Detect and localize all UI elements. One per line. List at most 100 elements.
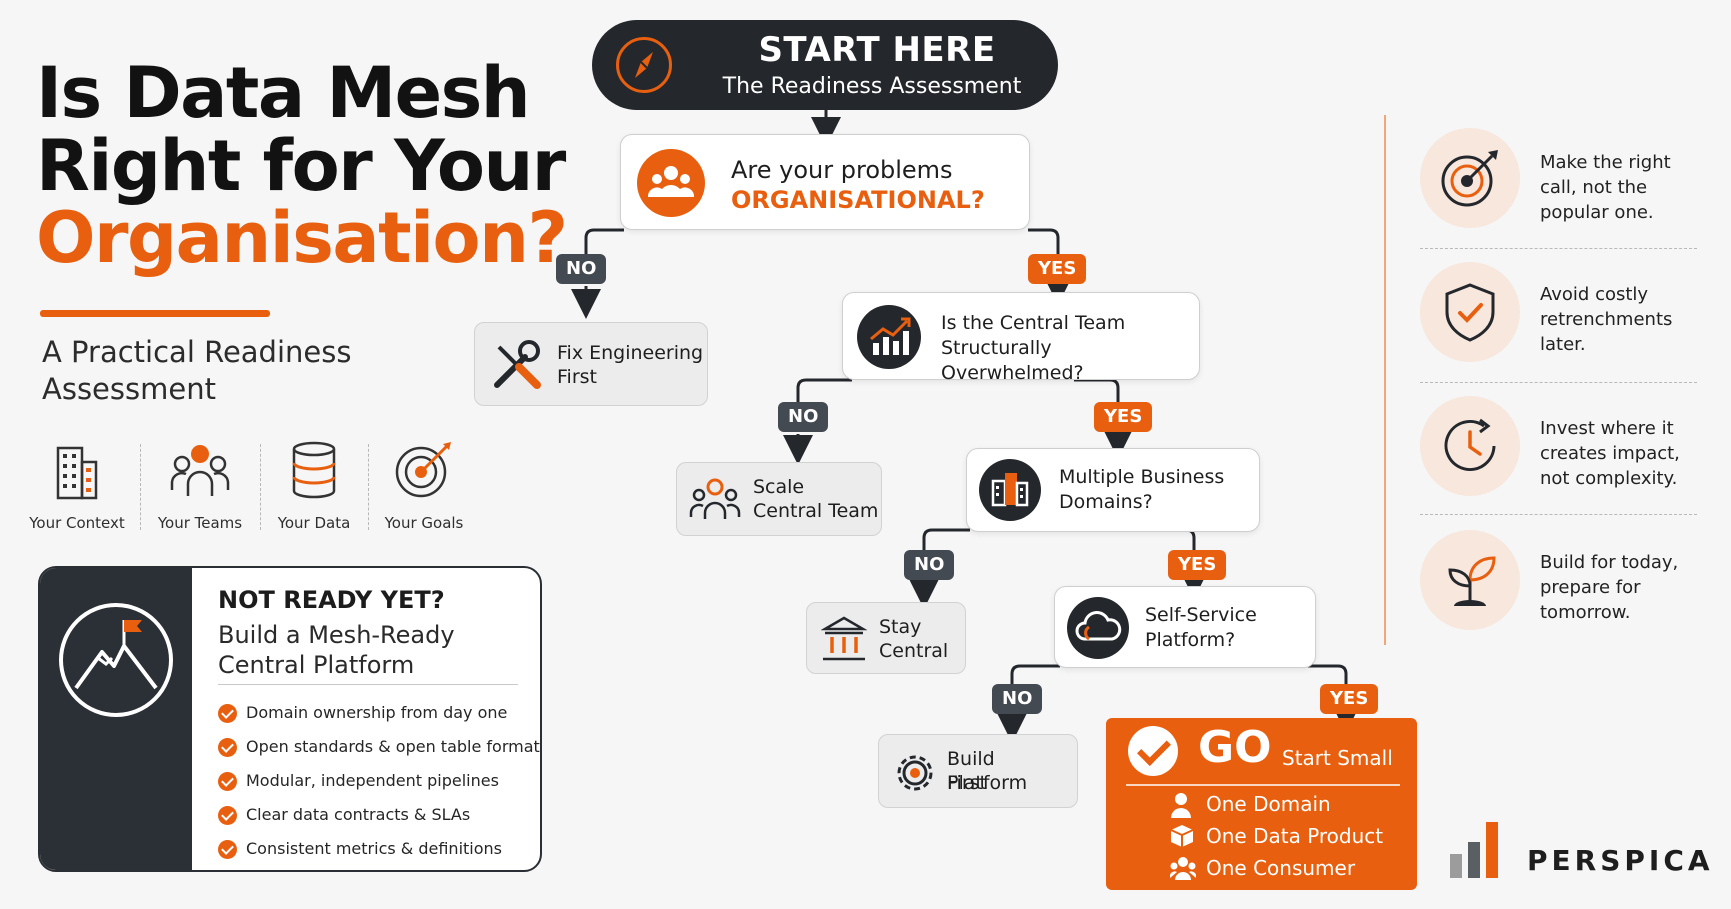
question-highlight: ORGANISATIONAL? <box>731 186 985 214</box>
tip-icon-badge <box>1420 396 1520 496</box>
buildings-icon <box>979 459 1041 521</box>
perspica-logo-icon <box>1450 822 1498 878</box>
target-arrow-icon <box>1441 150 1498 207</box>
yes-label: YES <box>1320 684 1379 714</box>
question-organisational: Are your problems ORGANISATIONAL? <box>620 134 1030 230</box>
result-text: Scale <box>753 476 805 498</box>
chart-up-icon <box>857 305 921 369</box>
not-ready-subheading: Build a Mesh-Ready Central Platform <box>218 621 455 679</box>
question-text: Multiple Business <box>1059 466 1225 488</box>
question-business-domains: Multiple Business Domains? <box>966 448 1260 532</box>
context-label: Your Goals <box>384 514 464 532</box>
result-text: Build Platform <box>947 748 1028 794</box>
team-icon <box>170 445 230 496</box>
divider <box>140 444 141 530</box>
check-icon <box>218 840 237 859</box>
tools-icon <box>494 340 541 389</box>
divider <box>368 444 369 530</box>
context-label: Your Teams <box>157 514 243 532</box>
tip-text: Invest where it creates impact, not comp… <box>1540 418 1680 489</box>
list-item: Consistent metrics & definitions <box>218 832 540 866</box>
tip-icon-badge <box>1420 262 1520 362</box>
result-text: Stay <box>879 616 922 638</box>
tip-text: Build for today, prepare for tomorrow. <box>1540 552 1679 623</box>
result-text: First <box>947 772 987 794</box>
sprout-icon <box>1448 556 1496 606</box>
list-item: Clear data contracts & SLAs <box>218 798 540 832</box>
go-item: One Domain <box>1206 792 1331 816</box>
brand-name: PERSPICA <box>1527 844 1714 877</box>
mountain-flag-icon <box>59 603 173 717</box>
start-title: START HERE <box>758 30 996 70</box>
question-text: Domains? <box>1059 491 1153 513</box>
title-line-1: Is Data Mesh <box>36 52 531 134</box>
start-here-banner: START HERE The Readiness Assessment <box>592 20 1058 110</box>
no-label: NO <box>778 402 829 432</box>
not-ready-card: NOT READY YET? Build a Mesh-Ready Centra… <box>38 566 542 872</box>
yes-label: YES <box>1028 254 1087 284</box>
building-icon <box>56 446 98 500</box>
divider <box>1420 514 1697 515</box>
yes-label: YES <box>1094 402 1153 432</box>
question-text: Structurally Overwhelmed? <box>941 337 1084 384</box>
yes-label: YES <box>1168 550 1227 580</box>
clock-icon <box>1444 418 1496 471</box>
result-build-platform: Build Platform First <box>878 734 1078 808</box>
list-item: Open standards & open table formats <box>218 730 540 764</box>
page-subtitle: A Practical Readiness Assessment <box>42 335 352 406</box>
question-central-team: Is the Central Team Structurally Overwhe… <box>842 292 1200 384</box>
result-text: Fix Engineering <box>557 342 704 364</box>
list-item: Modular, independent pipelines <box>218 764 540 798</box>
target-icon <box>395 442 451 498</box>
check-icon <box>218 772 237 791</box>
check-icon <box>218 738 237 757</box>
person-icon <box>1171 793 1191 818</box>
users-icon <box>1170 857 1196 880</box>
result-stay-central: Stay Central <box>806 602 966 674</box>
check-icon <box>1128 726 1178 776</box>
context-your-goals: Your Goals <box>374 440 474 532</box>
people-icon <box>637 149 705 217</box>
not-ready-heading: NOT READY YET? <box>218 586 445 614</box>
title-line-2: Right for Your <box>36 125 566 207</box>
divider <box>1420 382 1697 383</box>
no-label: NO <box>556 254 607 284</box>
result-text: Central <box>879 640 949 662</box>
context-your-context: Your Context <box>27 440 127 532</box>
question-text: Self-Service <box>1145 604 1257 626</box>
cloud-icon <box>1067 597 1129 659</box>
database-icon <box>292 441 336 499</box>
go-title: GO <box>1198 722 1272 773</box>
go-item: One Consumer <box>1206 856 1356 880</box>
question-text: Platform? <box>1145 629 1236 651</box>
context-your-data: Your Data <box>264 440 364 532</box>
no-label: NO <box>992 684 1043 714</box>
context-label: Your Data <box>277 514 351 532</box>
result-text: Central Team <box>753 500 879 522</box>
context-your-teams: Your Teams <box>150 440 250 532</box>
gear-icon <box>897 755 933 791</box>
check-icon <box>218 704 237 723</box>
tip-text: Avoid costly retrenchments later. <box>1540 284 1673 355</box>
result-scale-central-team: Scale Central Team <box>676 462 882 536</box>
question-text: Is the Central Team <box>941 312 1126 334</box>
list-item: Domain ownership from day one <box>218 696 540 730</box>
compass-icon <box>616 37 672 93</box>
team-icon <box>689 478 741 519</box>
go-subtitle: Start Small <box>1282 746 1393 770</box>
divider <box>1420 248 1697 249</box>
question-self-service-platform: Self-Service Platform? <box>1054 586 1316 668</box>
tip-icon-badge <box>1420 128 1520 228</box>
shield-check-icon <box>1445 283 1495 342</box>
divider <box>218 684 518 685</box>
context-label: Your Context <box>29 514 125 532</box>
tip-icon-badge <box>1420 530 1520 630</box>
not-ready-list: Domain ownership from day one Open stand… <box>218 696 540 866</box>
go-item: One Data Product <box>1206 824 1384 848</box>
institution-icon <box>821 616 867 661</box>
not-ready-side-panel <box>40 568 192 870</box>
divider <box>1126 784 1400 786</box>
divider <box>1384 115 1386 645</box>
result-text: First <box>557 366 597 388</box>
check-icon <box>218 806 237 825</box>
